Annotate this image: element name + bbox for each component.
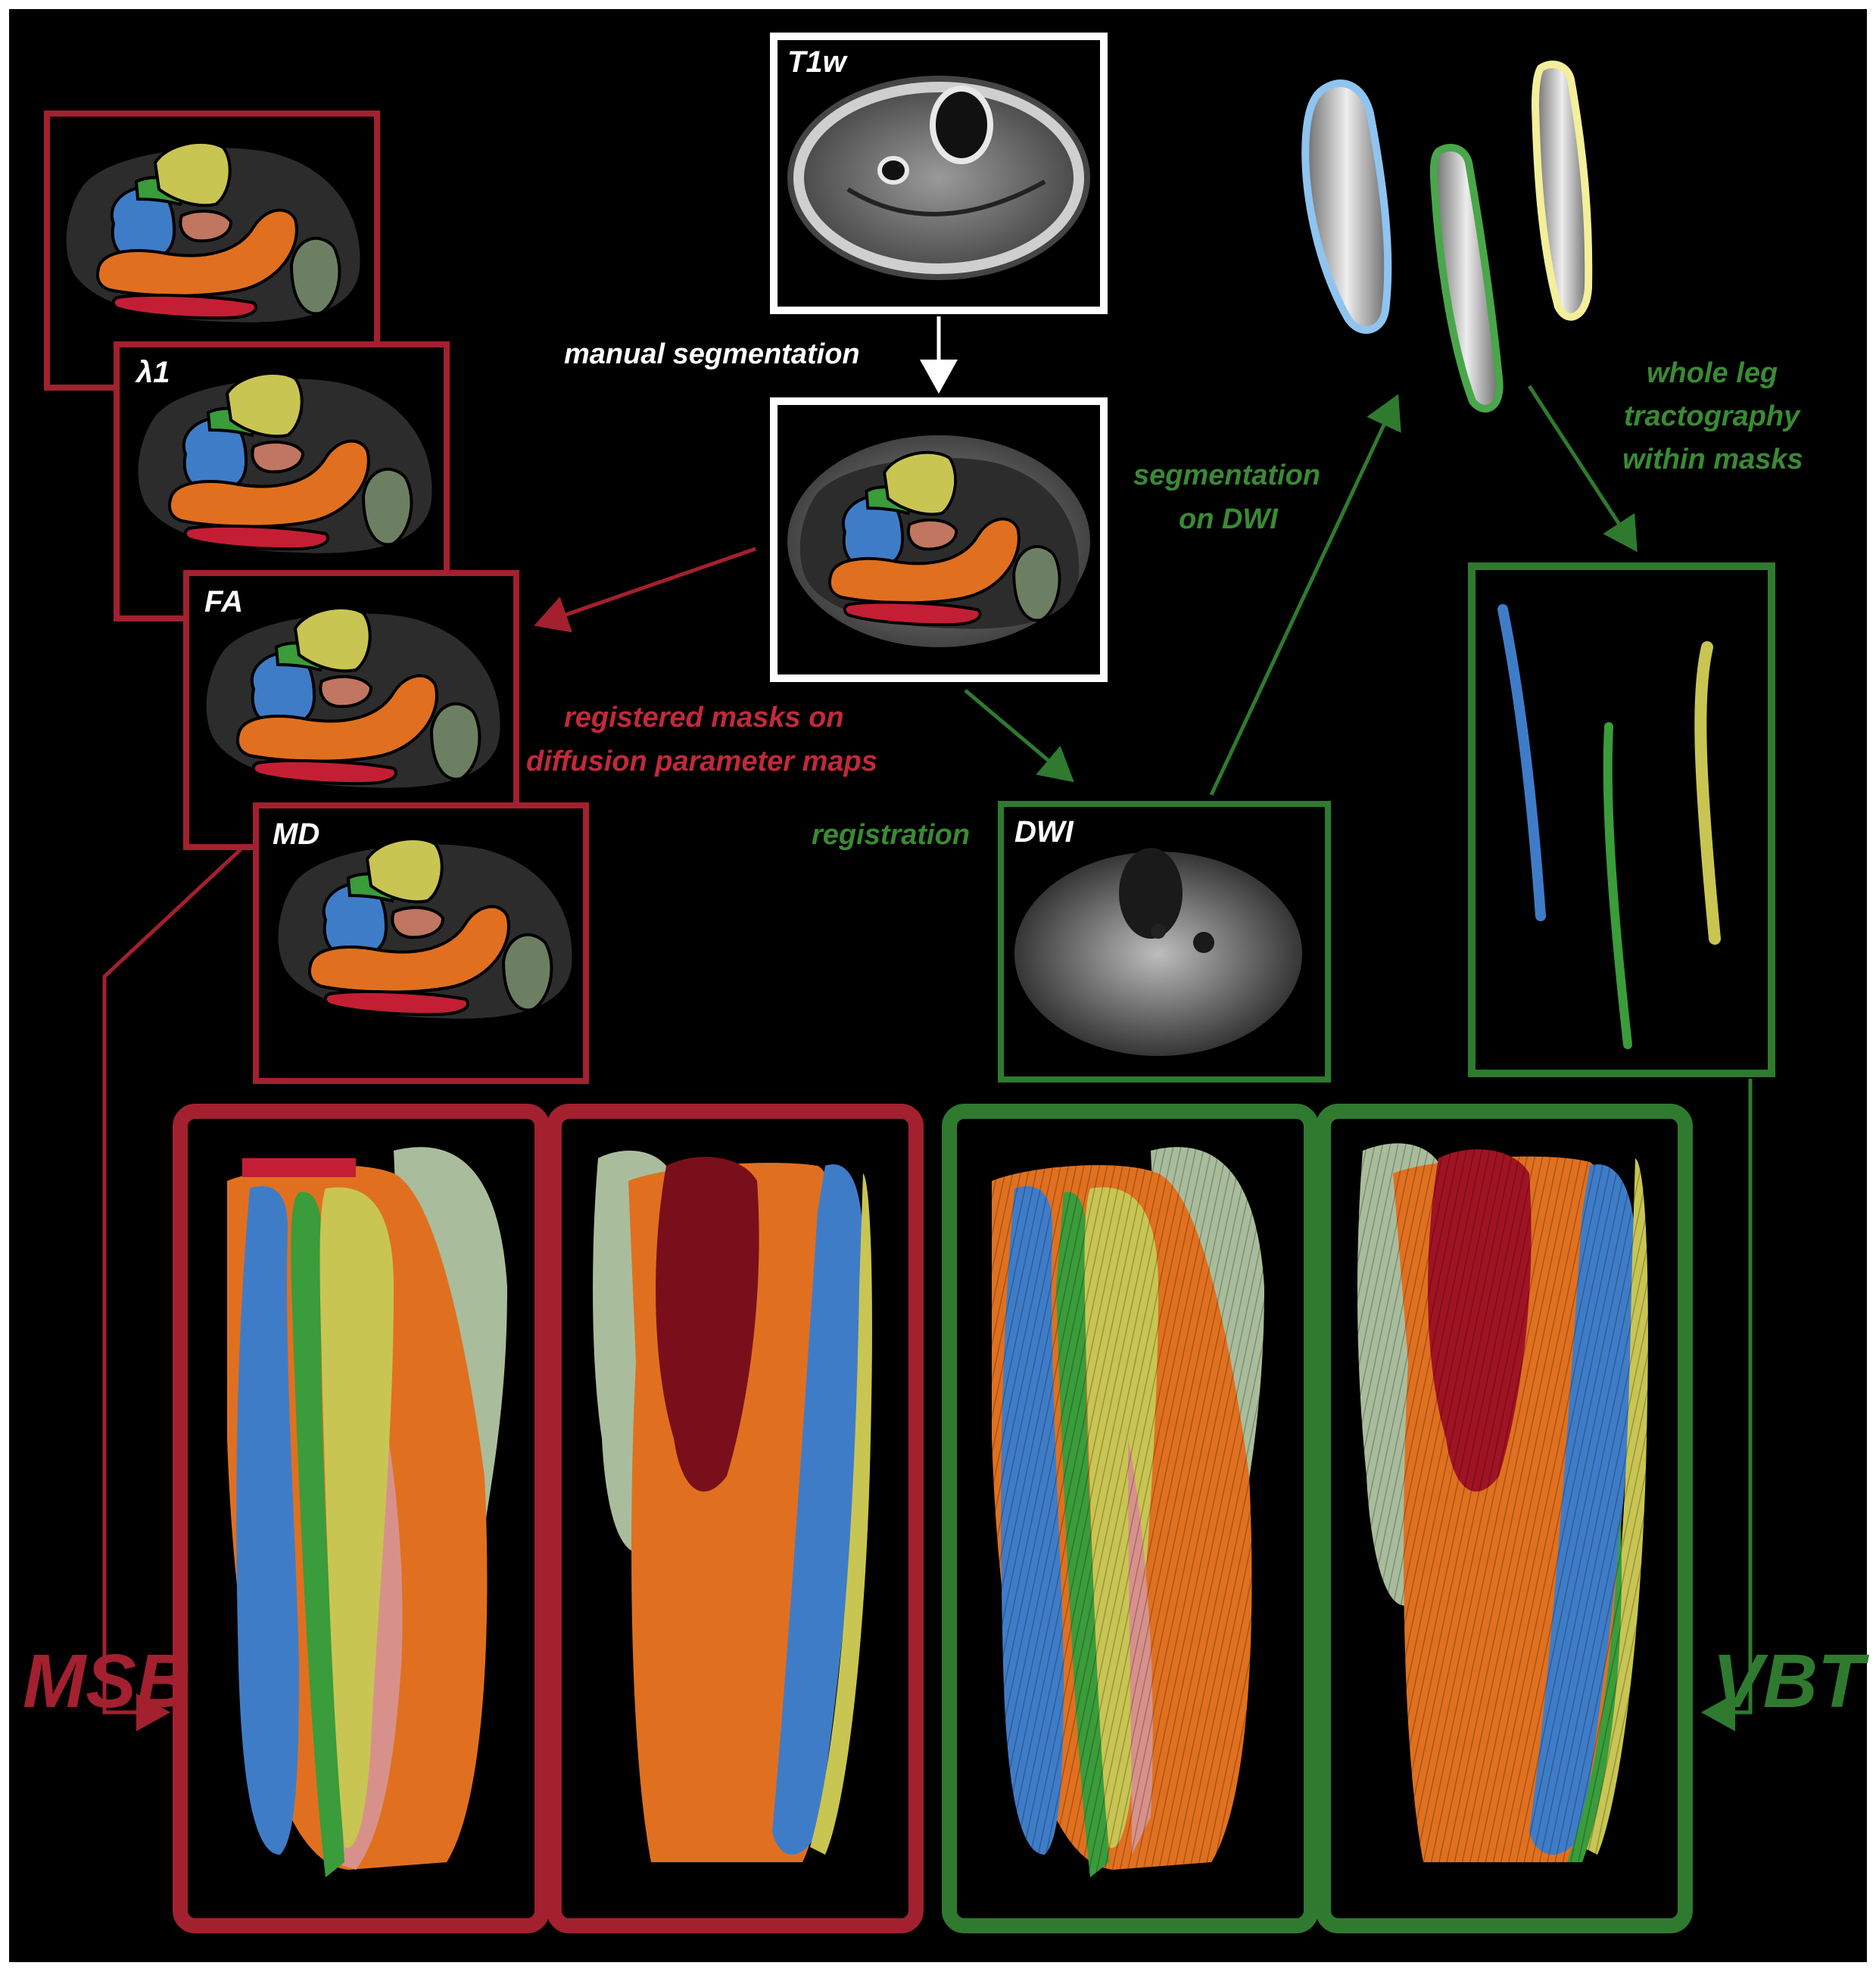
mask-blue xyxy=(1301,79,1392,334)
t1w-label: T1w xyxy=(787,45,849,79)
vbt-render-back xyxy=(1316,1104,1693,1933)
vbt-render-front xyxy=(942,1104,1319,1933)
lambda1-label: λ1 xyxy=(135,356,170,389)
segmented-t1w-panel xyxy=(770,397,1108,682)
tractography-label-line3: within masks xyxy=(1622,444,1803,475)
msb-render-front xyxy=(173,1104,550,1933)
msb-label: MSB xyxy=(23,1639,191,1724)
tractography-arrow xyxy=(1527,385,1638,553)
tractography-panel xyxy=(1468,562,1775,1077)
manual-segmentation-label: manual segmentation xyxy=(564,338,860,370)
registered-masks-arrow xyxy=(534,547,756,633)
dwi-crosssection xyxy=(1014,852,1302,1056)
parameter-map-stack: λ1 FA MD xyxy=(44,111,589,1084)
registration-label: registration xyxy=(812,819,970,851)
vbt-connector-arrow xyxy=(1701,1079,1753,1731)
segmentation-dwi-arrow xyxy=(1209,394,1401,796)
t1w-leg-crosssection xyxy=(787,76,1090,280)
md-label: MD xyxy=(273,818,319,851)
fa-label: FA xyxy=(204,585,243,618)
dwi-label: DWI xyxy=(1014,815,1074,849)
registered-masks-label-line1: registered masks on xyxy=(564,702,844,734)
segmentation-dwi-label-line2: on DWI xyxy=(1179,503,1279,535)
tract-green xyxy=(1603,722,1632,1049)
fa-map-panel: FA xyxy=(183,570,519,850)
vbt-label: VBT xyxy=(1712,1639,1870,1724)
t1w-panel: T1w xyxy=(770,33,1108,314)
tractography-label-line1: whole leg xyxy=(1647,357,1778,389)
msb-blue-muscle xyxy=(236,1186,299,1855)
msb-connector-arrow xyxy=(102,848,242,1731)
registered-masks-label-line2: diffusion parameter maps xyxy=(526,746,877,777)
dwi-panel: DWI xyxy=(998,801,1331,1083)
msb-back-red-muscle xyxy=(656,1157,759,1492)
tractography-label-line2: tractography xyxy=(1624,400,1801,432)
dwi-masks xyxy=(1301,61,1593,413)
tract-yellow xyxy=(1694,641,1721,945)
mask-yellow xyxy=(1531,61,1593,321)
mask-green xyxy=(1429,144,1504,413)
registration-arrow xyxy=(964,689,1074,783)
msb-render-back xyxy=(547,1104,924,1933)
tract-blue xyxy=(1497,604,1546,921)
segmentation-dwi-label-line1: segmentation xyxy=(1133,459,1320,491)
md-map-panel: MD xyxy=(253,802,589,1084)
